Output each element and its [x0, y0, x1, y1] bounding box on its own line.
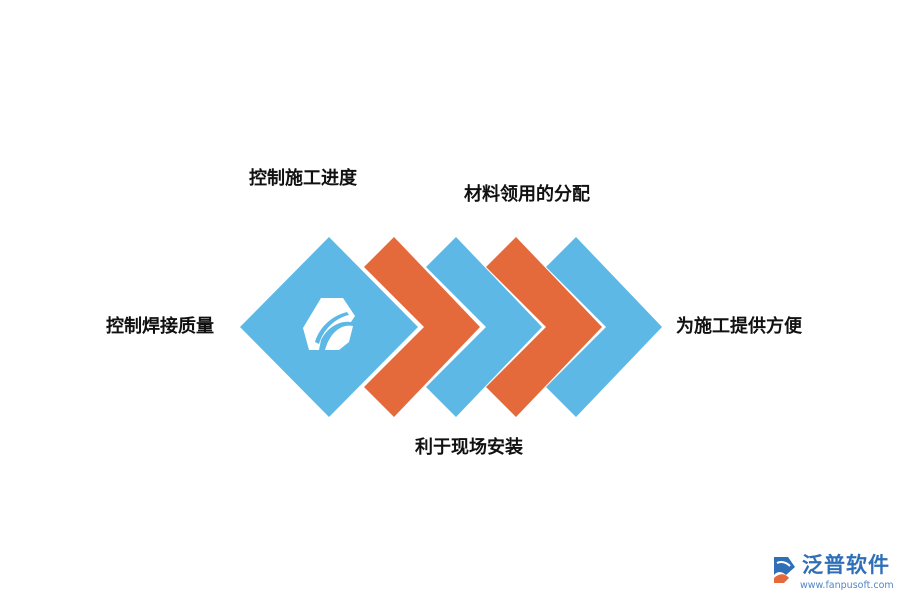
label-top-left: 控制施工进度: [249, 168, 357, 189]
label-left: 控制焊接质量: [106, 316, 214, 337]
brand-logo-icon: [303, 298, 355, 350]
label-bottom: 利于现场安装: [415, 437, 523, 458]
fanpu-logo-icon: [774, 557, 795, 583]
watermark-url: www.fanpusoft.com: [800, 580, 894, 591]
watermark-name: 泛普软件: [802, 553, 890, 577]
chevron-3: [486, 237, 602, 417]
chevron-4: [546, 237, 662, 417]
label-top-right: 材料领用的分配: [464, 184, 590, 205]
chevron-1: [364, 237, 480, 417]
chevron-2: [426, 237, 542, 417]
watermark: 泛普软件 www.fanpusoft.com: [768, 553, 894, 595]
label-right: 为施工提供方便: [676, 316, 802, 337]
